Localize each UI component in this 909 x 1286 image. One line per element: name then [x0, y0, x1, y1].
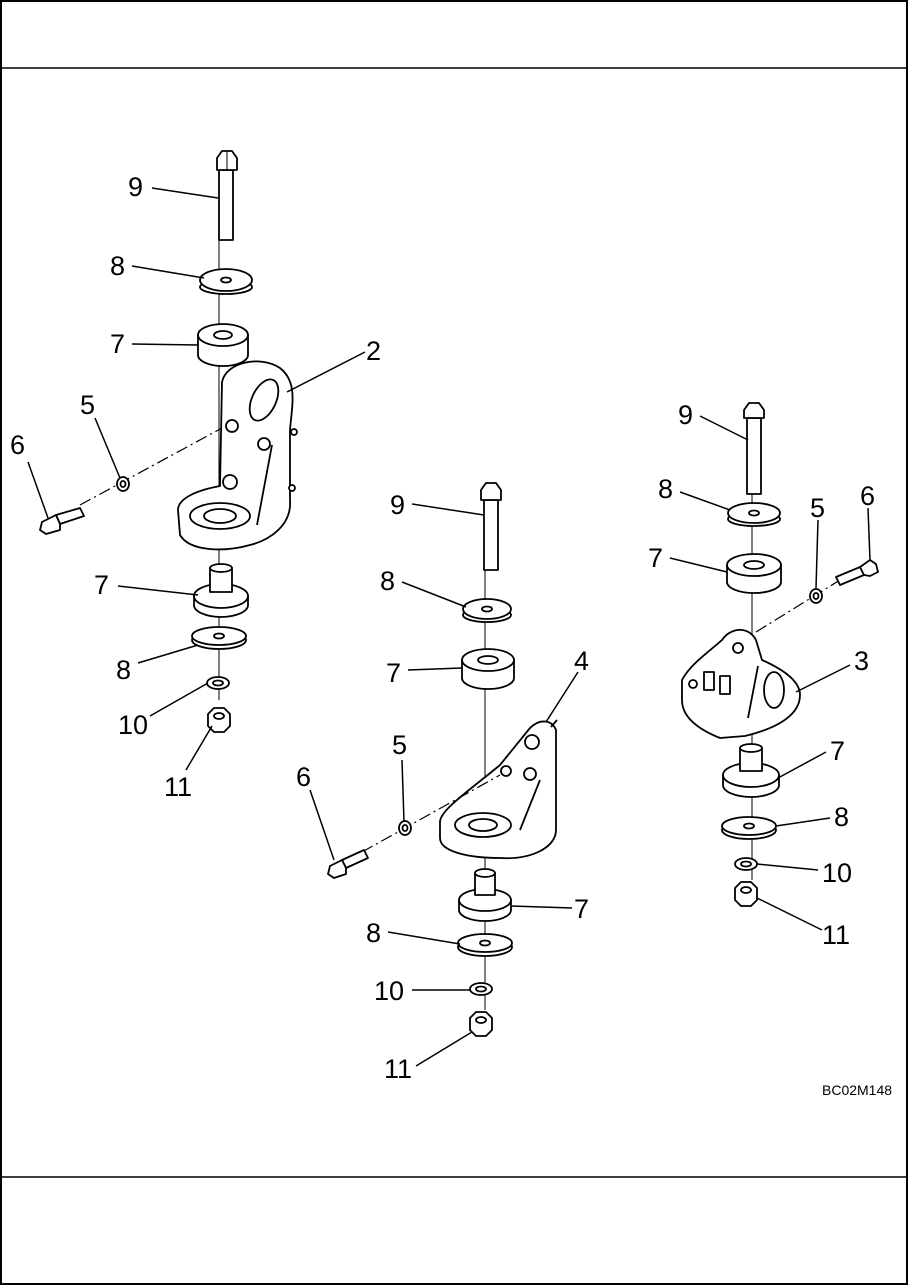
isolator-part [722, 743, 780, 798]
nut-part [734, 881, 758, 907]
callout-label: 11 [384, 1054, 412, 1084]
callout-label: 6 [860, 481, 875, 511]
callout-label: 8 [110, 251, 125, 281]
assembly-right [681, 402, 879, 907]
callout-label: 10 [118, 710, 148, 740]
callout-label: 8 [834, 802, 849, 832]
assembly-left [39, 150, 298, 733]
bushing-part [197, 323, 249, 367]
bolt-part [743, 402, 765, 495]
callout-label: 7 [648, 543, 663, 573]
callout-label: 4 [574, 646, 589, 676]
callout-label: 5 [392, 730, 407, 760]
bolt-part [480, 482, 502, 571]
nut-part [469, 1011, 493, 1037]
bolt-part [216, 150, 238, 241]
callout-labels: 9 8 7 2 5 6 7 8 10 11 9 8 7 4 5 6 7 8 10… [10, 172, 892, 1098]
callout-label: 10 [822, 858, 852, 888]
assembly-middle [327, 482, 558, 1037]
washer-part [727, 502, 781, 527]
bushing-part [726, 553, 782, 594]
callout-label: 7 [94, 570, 109, 600]
drawing-code: BC02M148 [822, 1082, 892, 1098]
callout-label: 5 [810, 493, 825, 523]
callout-label: 6 [10, 430, 25, 460]
callout-label: 6 [296, 762, 311, 792]
callout-label: 3 [854, 646, 869, 676]
screw-part [39, 507, 85, 535]
mount-bracket [177, 360, 298, 551]
callout-label: 8 [658, 474, 673, 504]
callout-label: 8 [380, 566, 395, 596]
callout-label: 5 [80, 390, 95, 420]
callout-label: 11 [822, 920, 850, 950]
washer-part [462, 598, 512, 623]
washer-part [199, 268, 253, 295]
isolator-part [193, 563, 249, 618]
isolator-part [458, 868, 512, 922]
bushing-part [461, 648, 515, 690]
screw-part [835, 559, 879, 586]
callout-label: 9 [128, 172, 143, 202]
callout-label: 10 [374, 976, 404, 1006]
callout-label: 9 [678, 400, 693, 430]
alignment-line [361, 774, 501, 853]
leader-lines [27, 187, 871, 1067]
callout-label: 8 [366, 918, 381, 948]
callout-label: 11 [164, 772, 192, 802]
mount-bracket [681, 628, 801, 739]
screw-part [327, 849, 369, 879]
callout-label: 7 [830, 736, 845, 766]
callout-label: 7 [110, 329, 125, 359]
callout-label: 7 [386, 658, 401, 688]
callout-label: 8 [116, 655, 131, 685]
alignment-line [79, 427, 223, 506]
callout-label: 9 [390, 490, 405, 520]
callout-label: 7 [574, 894, 589, 924]
mount-bracket [439, 719, 558, 860]
alignment-line [755, 579, 841, 633]
callout-label: 2 [366, 336, 381, 366]
